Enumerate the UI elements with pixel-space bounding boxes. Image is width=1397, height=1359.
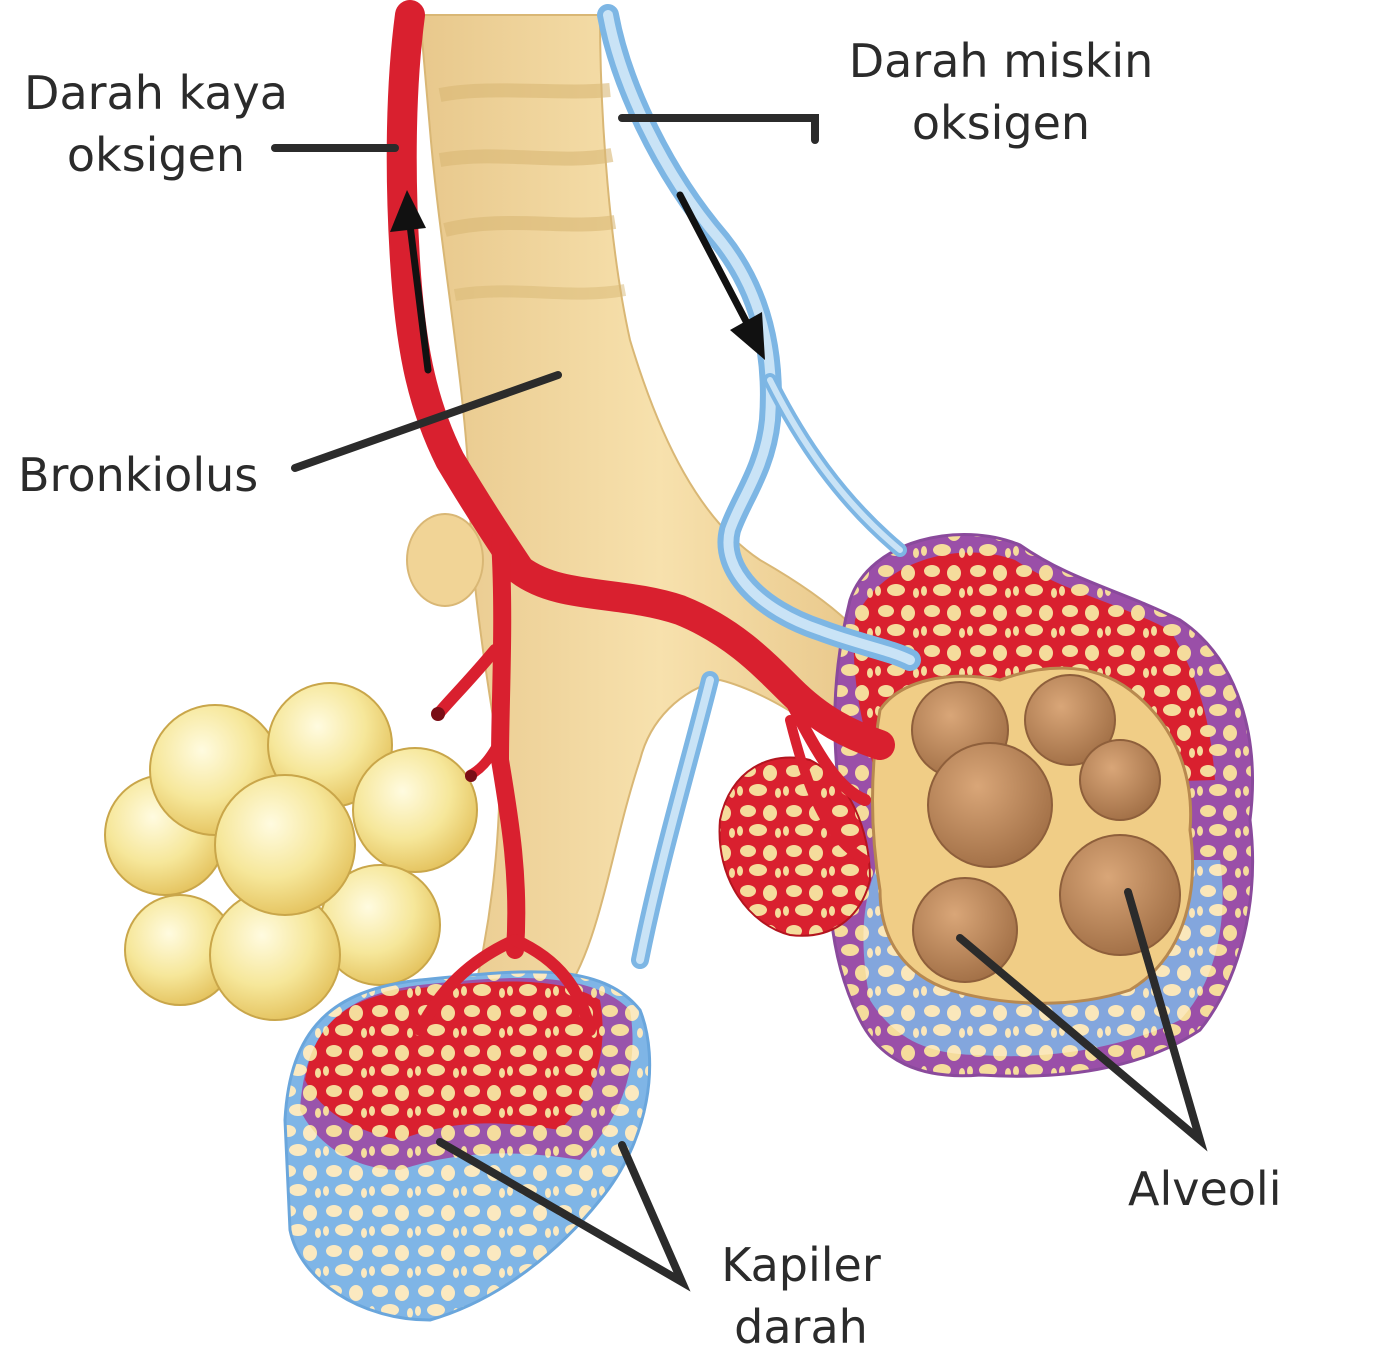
leader-oxygen-poor <box>618 114 819 144</box>
label-alveoli: Alveoli <box>1128 1162 1282 1216</box>
leader-bronchiole <box>291 371 562 472</box>
left-capillary-network <box>283 970 652 1322</box>
leader-capillaries <box>436 1138 691 1292</box>
branch-capillary-tuft <box>718 756 872 937</box>
label-oxygen-rich-blood: Darah kaya oksigen <box>24 66 288 182</box>
label-oxygen-poor-blood: Darah miskin oksigen <box>848 34 1154 150</box>
label-bronchiole: Bronkiolus <box>18 448 259 502</box>
leader-alveoli <box>956 888 1208 1152</box>
alveolar-sac-cluster <box>104 682 478 1021</box>
bronchiole-tube <box>406 14 902 1012</box>
flow-arrow-down <box>676 191 765 360</box>
leader-lines <box>271 114 1208 1292</box>
flow-arrow-up <box>390 190 432 374</box>
oxygen-poor-vessel <box>597 4 921 969</box>
alveolus-cross-section <box>828 533 1255 1078</box>
oxygen-rich-vessel <box>386 0 895 1036</box>
label-blood-capillaries: Kapiler darah <box>721 1238 881 1354</box>
